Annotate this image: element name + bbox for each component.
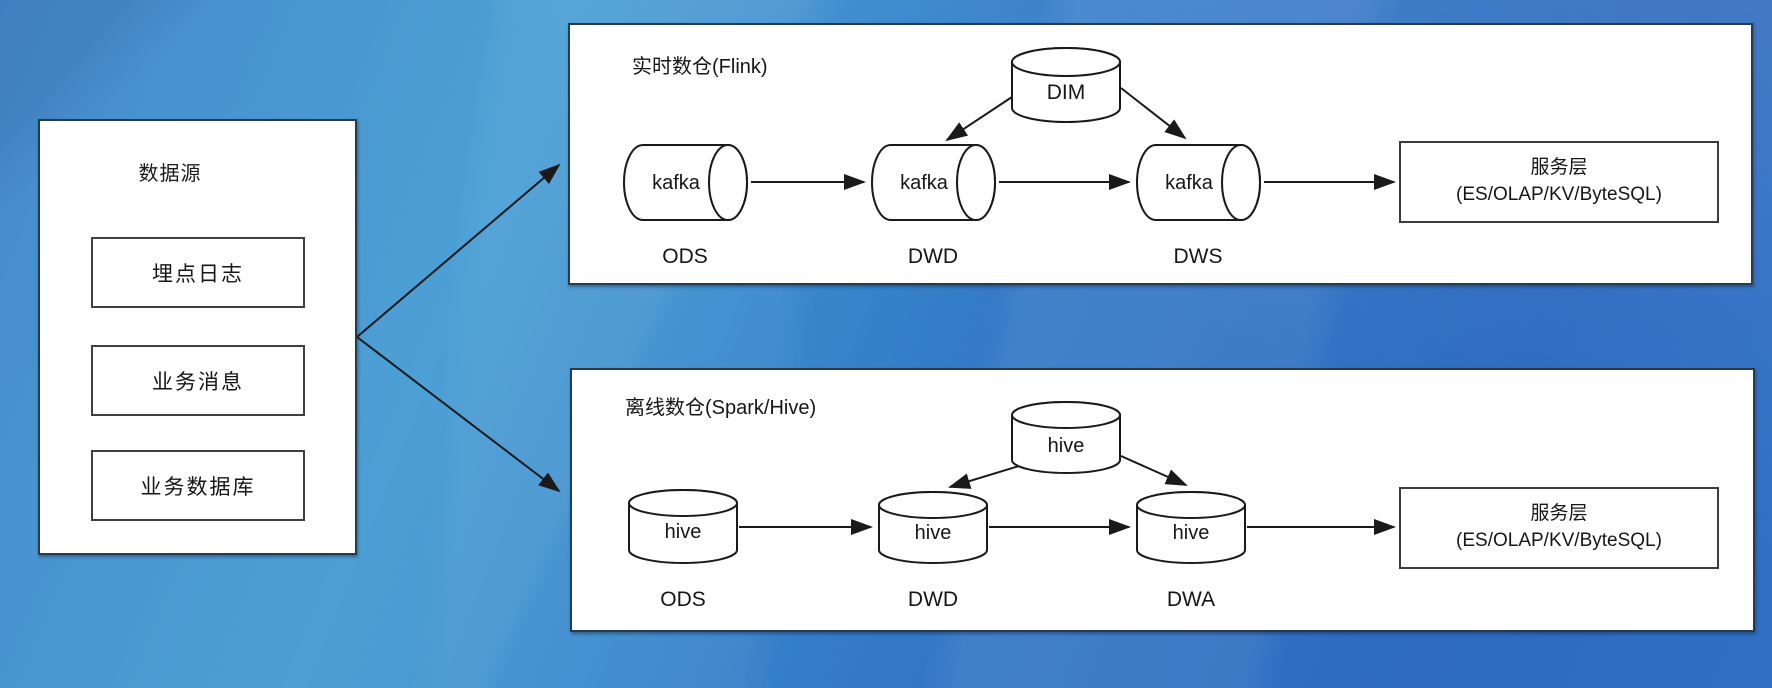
stage-label-dwd: DWD — [908, 245, 958, 268]
offline-warehouse-panel: 离线数仓(Spark/Hive) hive hive — [570, 368, 1755, 632]
service-layer-box: 服务层 (ES/OLAP/KV/ByteSQL) — [1399, 141, 1719, 223]
kafka-cylinder-dws: kafka — [1136, 144, 1261, 221]
kafka-cylinder-ods: kafka — [623, 144, 748, 221]
realtime-diagram: 实时数仓(Flink) DIM kafka — [623, 47, 1719, 268]
arrow-sources-to-offline — [356, 336, 561, 493]
source-item-business-messages: 业务消息 — [91, 345, 305, 416]
offline-panel-title: 离线数仓(Spark/Hive) — [625, 396, 816, 419]
realtime-warehouse-panel: 实时数仓(Flink) DIM kafka — [568, 23, 1753, 285]
stage-label-dwd: DWD — [908, 588, 958, 611]
data-sources-panel: 数据源 埋点日志 业务消息 业务数据库 — [38, 119, 357, 555]
arrow-dim-to-dws — [1120, 87, 1187, 140]
stage-label-dws: DWS — [1174, 245, 1223, 268]
arrow-dim-to-dwa — [1120, 455, 1188, 486]
kafka-cylinder-dwd: kafka — [871, 144, 996, 221]
dim-hive-cylinder: hive — [1011, 401, 1121, 474]
data-sources-title: 数据源 — [138, 163, 202, 185]
hive-label: hive — [915, 522, 952, 544]
hive-label: hive — [665, 521, 702, 543]
dim-label: DIM — [1047, 81, 1086, 104]
source-item-tracking-logs: 埋点日志 — [91, 237, 305, 308]
offline-diagram: 离线数仓(Spark/Hive) hive hive — [625, 396, 1719, 611]
service-layer-subtitle: (ES/OLAP/KV/ByteSQL) — [1456, 530, 1662, 551]
source-item-business-database: 业务数据库 — [91, 450, 305, 521]
stage-label-ods: ODS — [660, 588, 706, 611]
hive-cylinder-dwa: hive — [1136, 491, 1246, 564]
stage-label-ods: ODS — [662, 245, 708, 268]
source-item-label: 埋点日志 — [152, 262, 244, 286]
stage-label-dwa: DWA — [1167, 588, 1215, 611]
arrow-dim-to-dwd — [948, 465, 1020, 489]
hive-cylinder-ods: hive — [628, 489, 738, 564]
kafka-label: kafka — [1165, 172, 1214, 194]
realtime-panel-title: 实时数仓(Flink) — [632, 55, 768, 78]
kafka-label: kafka — [652, 172, 701, 194]
arrow-sources-to-realtime — [356, 163, 561, 338]
service-layer-box: 服务层 (ES/OLAP/KV/ByteSQL) — [1399, 487, 1719, 569]
hive-label: hive — [1048, 435, 1085, 457]
service-layer-title: 服务层 — [1530, 156, 1587, 178]
service-layer-title: 服务层 — [1530, 502, 1587, 524]
kafka-label: kafka — [900, 172, 949, 194]
source-item-label: 业务数据库 — [140, 475, 256, 499]
dim-cylinder: DIM — [1011, 47, 1121, 123]
arrow-dim-to-dwd — [945, 94, 1016, 142]
service-layer-subtitle: (ES/OLAP/KV/ByteSQL) — [1456, 184, 1662, 205]
hive-label: hive — [1173, 522, 1210, 544]
source-item-label: 业务消息 — [152, 370, 244, 394]
hive-cylinder-dwd: hive — [878, 491, 988, 564]
